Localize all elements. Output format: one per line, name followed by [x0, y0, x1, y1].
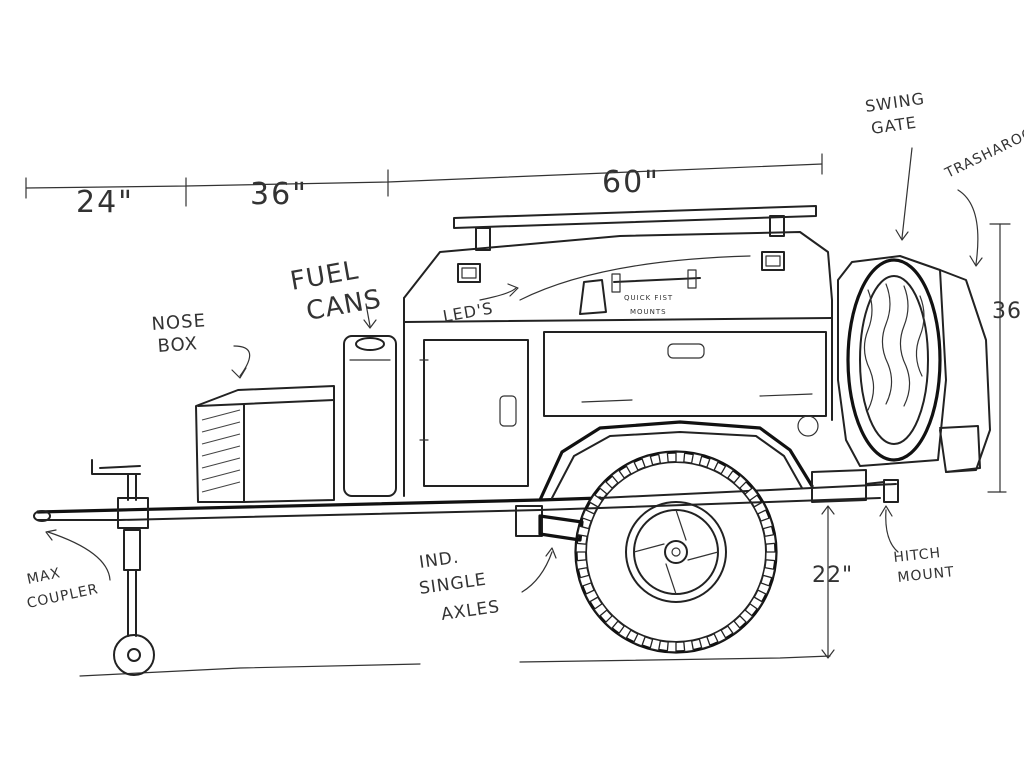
tread-block — [604, 614, 619, 630]
tread-block — [763, 533, 777, 545]
tread-block — [690, 452, 703, 466]
tread-block — [713, 629, 727, 644]
callout-arrows — [45, 147, 983, 593]
tread-block — [598, 480, 614, 495]
tread-block — [748, 596, 764, 611]
tire-height-label: 36" — [992, 299, 1024, 324]
hitch-mount-label-line2: MOUNT — [897, 564, 956, 586]
axles-label-line3: AXLES — [440, 597, 501, 625]
tread-block — [759, 516, 774, 530]
tread-block — [640, 454, 654, 469]
tread-block — [765, 551, 777, 562]
tread-block — [578, 574, 593, 588]
tread-block — [584, 589, 599, 603]
suspension — [515, 505, 584, 542]
tread-block — [593, 602, 608, 618]
tread-block — [588, 493, 604, 508]
swing-gate — [837, 255, 947, 467]
roof-rack — [453, 205, 817, 251]
tread-block — [675, 451, 686, 463]
ground-clearance-label: 22" — [812, 563, 853, 588]
tread-block — [610, 469, 626, 484]
tread-block — [705, 457, 720, 472]
tread-block — [756, 581, 771, 596]
tread-block — [753, 501, 768, 515]
rear-length-label: 60" — [602, 165, 660, 200]
trasharoo-label: TRASHAROO — [942, 125, 1024, 182]
tread-block — [683, 639, 695, 653]
swing-gate-label-line1: SWING — [864, 89, 926, 116]
tread-block — [625, 460, 639, 475]
tread-block — [762, 566, 776, 579]
hitch-mount-label-line1: HITCH — [893, 545, 942, 566]
tread-block — [738, 609, 754, 624]
tread-block — [575, 559, 589, 571]
swing-gate-label-line2: GATE — [870, 113, 918, 138]
tread-block — [576, 525, 590, 538]
tread-block — [666, 641, 677, 653]
trailer-frame — [33, 483, 897, 529]
quick-fist-label-line1: QUICK FIST — [624, 294, 673, 302]
nose-box-length-label: 24" — [76, 185, 134, 220]
tread-block — [617, 624, 632, 640]
axles-label-line1: IND. — [418, 548, 461, 573]
tongue-jack — [91, 459, 155, 676]
nose-box — [195, 385, 335, 503]
fuel-cans — [343, 335, 397, 497]
rear-bumper — [811, 469, 899, 503]
nose-box-label-line2: BOX — [157, 333, 199, 357]
mid-length-label: 36" — [250, 177, 308, 212]
tread-block — [744, 486, 759, 502]
tread-block — [632, 632, 647, 647]
tread-block — [726, 620, 742, 635]
trasharoo-bag — [939, 269, 991, 473]
fender — [538, 420, 814, 502]
tread-block — [698, 635, 712, 650]
tread-block — [581, 508, 596, 523]
tread-block — [575, 542, 587, 553]
nose-box-label-line1: NOSE — [151, 310, 207, 335]
tread-block — [720, 464, 735, 480]
tire-tread — [575, 451, 777, 653]
ground-line — [79, 655, 831, 677]
wheel-rim — [625, 501, 727, 603]
tread-block — [649, 638, 662, 652]
axles-label-line2: SINGLE — [418, 570, 488, 599]
tread-block — [733, 474, 748, 490]
quick-fist-label-line2: MOUNTS — [630, 308, 667, 316]
max-coupler-label-line1: MAX — [26, 565, 63, 588]
led-lights — [457, 251, 785, 283]
ground-clearance-dimension — [821, 505, 835, 659]
length-dimension-line — [25, 153, 823, 207]
tread-block — [657, 451, 669, 465]
trailer-body — [403, 231, 833, 497]
tire-height-dimension — [987, 223, 1011, 493]
